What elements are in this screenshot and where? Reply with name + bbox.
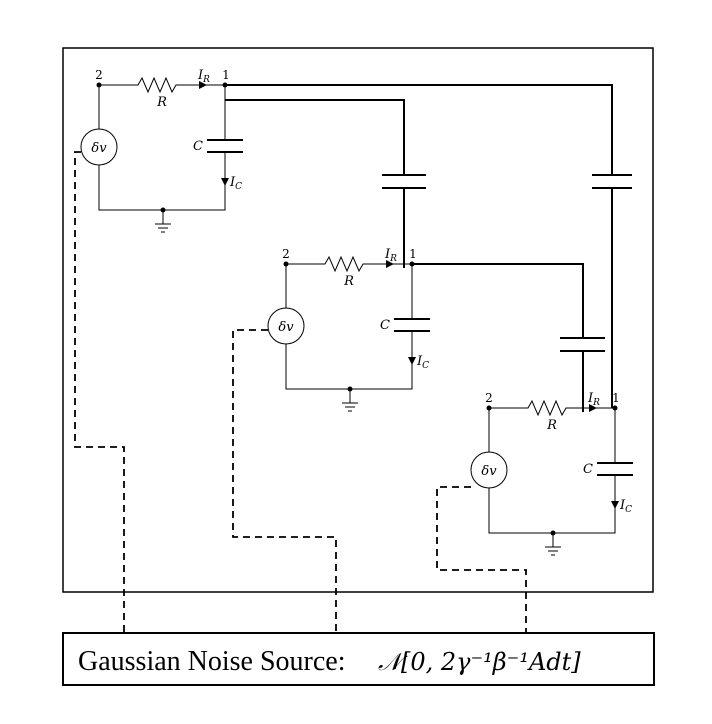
coupling-wire-1-3 — [227, 84, 613, 408]
capacitor-label: C — [380, 318, 390, 333]
coupling-cap-1-3 — [592, 174, 632, 189]
coupling-cap-2-3 — [560, 337, 605, 352]
circuit-3: δv 2 1R IR C IC — [470, 391, 633, 556]
resistor-label: R — [156, 95, 167, 110]
current-arrow-icon — [221, 178, 229, 186]
coupling-wire-2-3 — [414, 263, 584, 412]
noise-connections — [74, 151, 527, 632]
capacitor-current-label: IC — [416, 354, 429, 371]
resistor-current-label: IR — [384, 247, 397, 264]
coupling-wire-1-2 — [225, 99, 405, 268]
top-wire — [99, 76, 225, 94]
voltage-source — [267, 307, 305, 345]
circuit-2: δv 2 1R IR C IC — [267, 247, 430, 412]
noise-line-3 — [436, 486, 527, 632]
node-2-label: 2 — [95, 68, 103, 82]
node-1-dot — [222, 82, 228, 88]
voltage-source — [470, 451, 508, 489]
noise-line-2 — [232, 329, 337, 632]
ground-icon — [155, 210, 171, 233]
source-label: δv — [278, 320, 294, 335]
capacitor-label: C — [583, 462, 593, 477]
node-1-dot — [409, 261, 415, 267]
capacitor — [394, 318, 430, 332]
current-arrow-icon — [386, 260, 394, 268]
noise-source-label: Gaussian Noise Source: — [78, 646, 346, 677]
current-arrow-icon — [199, 81, 207, 89]
outer-frame — [62, 47, 654, 593]
capacitor — [597, 462, 633, 476]
resistor-current-label: IR — [197, 68, 210, 85]
coupling-capacitor-network — [225, 84, 632, 412]
node-2-dot — [96, 82, 102, 88]
current-arrow-icon — [589, 404, 597, 412]
circuit-1: δv 2 1R IR C IC — [80, 68, 243, 233]
resistor-label: R — [546, 418, 557, 433]
current-arrow-icon — [408, 357, 416, 365]
capacitor-current-label: IC — [619, 498, 632, 515]
current-arrow-icon — [611, 501, 619, 509]
coupling-cap-1-2 — [382, 174, 426, 189]
noise-source-box — [62, 632, 655, 686]
node-1-label: 1 — [409, 247, 417, 261]
noise-line-1 — [74, 151, 125, 632]
source-label: δv — [481, 464, 497, 479]
capacitor-label: C — [193, 139, 203, 154]
noise-source-formula: 𝒩[0, 2γ⁻¹β⁻¹Adt] — [378, 648, 581, 676]
capacitor — [207, 139, 243, 153]
capacitor-current-label: IC — [229, 175, 242, 192]
node-2-dot — [486, 405, 492, 411]
node-1-label: 1 — [612, 391, 620, 405]
top-wire — [489, 399, 615, 417]
resistor-current-label: IR — [587, 391, 600, 408]
node-2-dot — [283, 261, 289, 267]
ground-icon — [342, 389, 358, 412]
node-1-dot — [612, 405, 618, 411]
node-1-label: 1 — [222, 68, 230, 82]
source-label: δv — [91, 141, 107, 156]
node-2-label: 2 — [485, 391, 493, 405]
ground-icon — [545, 533, 561, 556]
node-2-label: 2 — [282, 247, 290, 261]
resistor-label: R — [343, 274, 354, 289]
top-wire — [286, 255, 412, 273]
voltage-source — [80, 128, 118, 166]
